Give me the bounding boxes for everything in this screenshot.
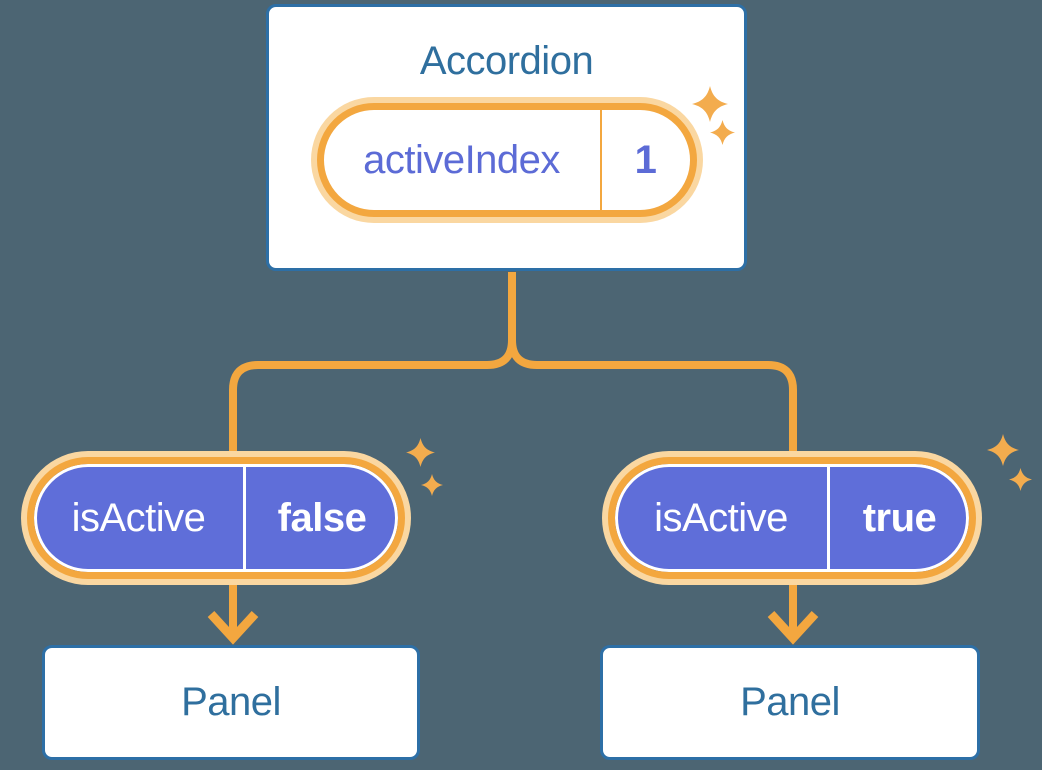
- pill-divider: [243, 467, 246, 569]
- arrow-down-icon: [767, 610, 819, 645]
- pill-divider: [599, 110, 602, 210]
- prop-pill-value: false: [277, 495, 367, 540]
- state-pill: activeIndex 1: [316, 103, 697, 217]
- panel-title: Panel: [740, 680, 840, 724]
- pill-divider: [827, 467, 830, 569]
- accordion-title: Accordion: [419, 39, 594, 83]
- state-pill-name: activeIndex: [363, 137, 560, 182]
- prop-pill-value: true: [862, 495, 937, 540]
- prop-pill-isactive-false: isActive false: [27, 457, 405, 579]
- sparkle-icon: [692, 86, 728, 122]
- prop-pill-isactive-true: isActive true: [608, 457, 976, 579]
- connector-right-branch: [508, 272, 797, 636]
- sparkle-icon: [1009, 468, 1032, 491]
- prop-pill-name: isActive: [654, 495, 788, 540]
- sparkle-icon: [406, 438, 435, 467]
- state-pill-value: 1: [634, 137, 657, 182]
- panel-card-left: Panel: [42, 645, 420, 760]
- sparkle-icon: [421, 474, 443, 496]
- accordion-card: Accordion activeIndex 1: [266, 4, 747, 271]
- connector-left-branch: [229, 272, 516, 636]
- sparkle-icon: [987, 434, 1019, 466]
- sparkle-icon: [710, 120, 735, 145]
- arrow-down-icon: [207, 610, 259, 645]
- panel-card-right: Panel: [600, 645, 980, 760]
- panel-title: Panel: [181, 680, 281, 724]
- prop-pill-name: isActive: [71, 495, 206, 540]
